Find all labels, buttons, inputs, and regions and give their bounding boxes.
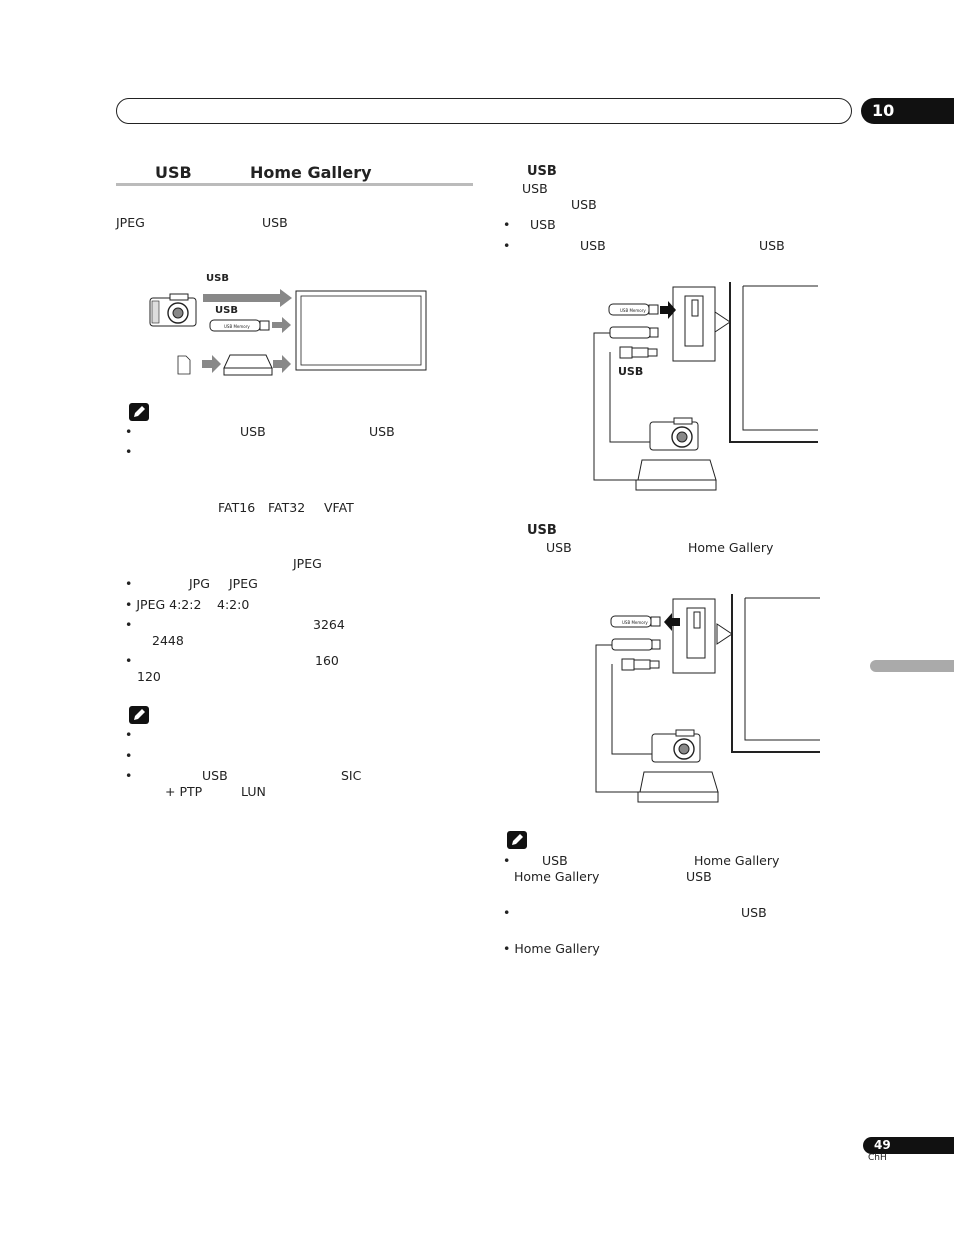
right-p1-usb: USB <box>522 181 548 196</box>
intro-usb: USB <box>262 215 288 230</box>
note-icon <box>129 706 149 724</box>
usb-plug-icon <box>611 638 661 651</box>
note2-sic: SIC <box>341 768 362 783</box>
right-note-home-gallery: • Home Gallery <box>503 941 600 956</box>
arrow-icon <box>272 317 291 333</box>
right-note-gallery: Home Gallery <box>694 853 780 868</box>
list-420: 4:2:0 <box>217 597 250 612</box>
arrow-icon <box>273 355 291 373</box>
usb-plug-icon <box>609 326 659 339</box>
usb-stick-icon: USB Memory <box>209 319 270 332</box>
list-120: 120 <box>137 669 161 684</box>
section-heading-gallery: Home Gallery <box>250 163 372 182</box>
note1-usb-b: USB <box>369 424 395 439</box>
list-jpeg: JPEG <box>229 576 258 591</box>
page-number: 49 <box>863 1137 954 1154</box>
usb-port-icon <box>672 286 716 362</box>
camera-icon <box>651 729 701 763</box>
note2-bullet: • <box>125 768 133 783</box>
usb-port-icon <box>672 598 716 674</box>
connection-diagram-2: USB Memory <box>595 594 820 803</box>
right-bullet: • <box>503 238 511 253</box>
camera-icon <box>649 417 699 451</box>
list-bullet: • <box>125 617 133 632</box>
right-bullet: • <box>503 217 511 232</box>
tv-icon <box>295 290 427 371</box>
right-p2-gallery: Home Gallery <box>688 540 774 555</box>
intro-jpeg: JPEG <box>116 215 145 230</box>
right-heading-usb: USB <box>527 164 557 179</box>
fs-fat16: FAT16 <box>218 500 256 515</box>
list-bullet: • <box>125 653 133 668</box>
language-code: ChH <box>868 1153 887 1163</box>
diagram-usb-mid: USB <box>215 305 238 316</box>
svg-text:USB Memory: USB Memory <box>224 324 250 329</box>
list-jpg: JPG <box>189 576 210 591</box>
note2-bullet: • <box>125 748 133 763</box>
card-reader-icon <box>635 459 717 491</box>
list-160: 160 <box>315 653 339 668</box>
list-2448: 2448 <box>152 633 184 648</box>
tv-side-icon <box>714 282 818 443</box>
note1-usb-a: USB <box>240 424 266 439</box>
arrow-icon <box>203 289 292 307</box>
diagram1-usb: USB <box>618 365 644 378</box>
note2-ptp: + PTP <box>165 784 203 799</box>
note2-lun: LUN <box>241 784 266 799</box>
note2-usb: USB <box>202 768 228 783</box>
connection-diagram-1: USB Memory <box>593 282 818 491</box>
right-note-usb: USB <box>542 853 568 868</box>
section-heading-usb: USB <box>155 163 192 182</box>
list-jpeg-422: • JPEG 4:2:2 <box>125 597 202 612</box>
usb-plug-icon <box>621 658 660 671</box>
right-note-bullet: • <box>503 905 511 920</box>
right-p1-usb2: USB <box>571 197 597 212</box>
note-icon <box>129 403 149 421</box>
list-bullet: • <box>125 576 133 591</box>
right-note-usb-3: USB <box>741 905 767 920</box>
arrow-left-icon <box>664 613 680 631</box>
right-note-bullet: • <box>503 853 511 868</box>
card-reader-icon <box>637 771 719 803</box>
note1-bullet: • <box>125 444 133 459</box>
fs-fat32: FAT32 <box>268 500 306 515</box>
diagram-usb-top: USB <box>206 273 229 284</box>
card-reader-icon <box>223 354 273 376</box>
note-icon <box>507 831 527 849</box>
svg-text:USB Memory: USB Memory <box>622 620 648 625</box>
usb-stick-icon: USB Memory <box>610 615 661 628</box>
overview-diagram: USB Memory <box>149 289 427 376</box>
svg-text:USB Memory: USB Memory <box>620 308 646 313</box>
side-tab <box>870 660 954 672</box>
right-note-usb-2: USB <box>686 869 712 884</box>
fs-vfat: VFAT <box>324 500 354 515</box>
list-3264: 3264 <box>313 617 345 632</box>
usb-plug-icon <box>619 346 658 359</box>
jpeg-label: JPEG <box>293 556 322 571</box>
header-bar <box>116 98 852 124</box>
right-b2-usb-a: USB <box>580 238 606 253</box>
right-heading-usb-2: USB <box>527 523 557 538</box>
tv-side-icon <box>716 594 820 753</box>
right-b1-usb: USB <box>530 217 556 232</box>
camera-icon <box>149 293 197 327</box>
chapter-number: 10 <box>861 98 954 124</box>
right-b2-usb-b: USB <box>759 238 785 253</box>
note2-bullet: • <box>125 727 133 742</box>
arrow-right-icon <box>660 301 676 319</box>
right-p2-usb: USB <box>546 540 572 555</box>
arrow-icon <box>202 355 221 373</box>
note1-bullet: • <box>125 424 133 439</box>
sd-card-icon <box>177 355 191 375</box>
right-note-gallery-2: Home Gallery <box>514 869 600 884</box>
usb-stick-icon: USB Memory <box>608 303 659 316</box>
section-rule <box>116 183 473 186</box>
